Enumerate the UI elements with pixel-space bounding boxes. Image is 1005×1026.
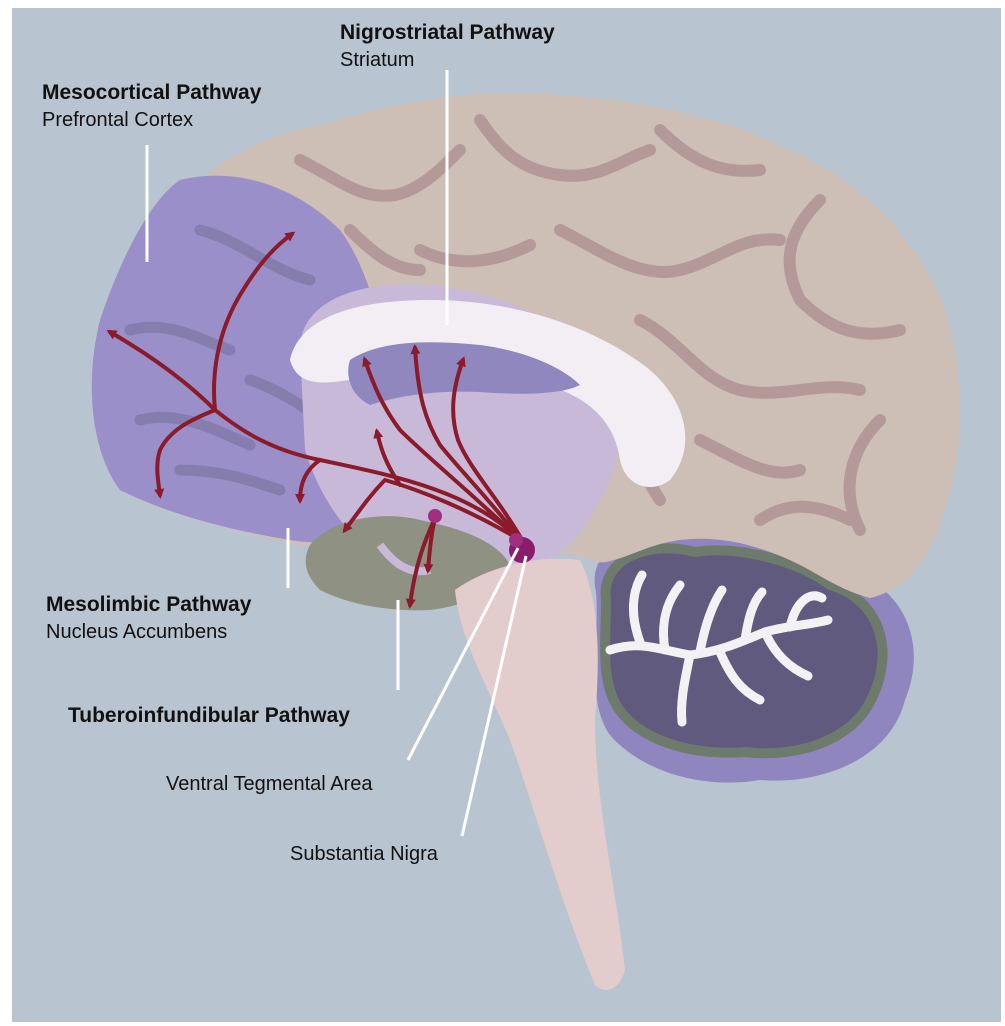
mesolimbic-pathway-title: Mesolimbic Pathway (46, 592, 251, 617)
substantia-nigra-label: Substantia Nigra (290, 842, 438, 866)
striatum-label: Striatum (340, 48, 414, 72)
prefrontal-cortex-label: Prefrontal Cortex (42, 108, 193, 132)
ventral-tegmental-node (509, 533, 523, 547)
tuberoinfundibular-pathway-title: Tuberoinfundibular Pathway (68, 703, 350, 728)
nucleus-accumbens-label: Nucleus Accumbens (46, 620, 227, 644)
tuberoinfundibular-node (428, 509, 442, 523)
nigrostriatal-pathway-title: Nigrostriatal Pathway (340, 20, 555, 45)
ventral-tegmental-area-label: Ventral Tegmental Area (166, 772, 372, 796)
mesocortical-pathway-title: Mesocortical Pathway (42, 80, 261, 105)
